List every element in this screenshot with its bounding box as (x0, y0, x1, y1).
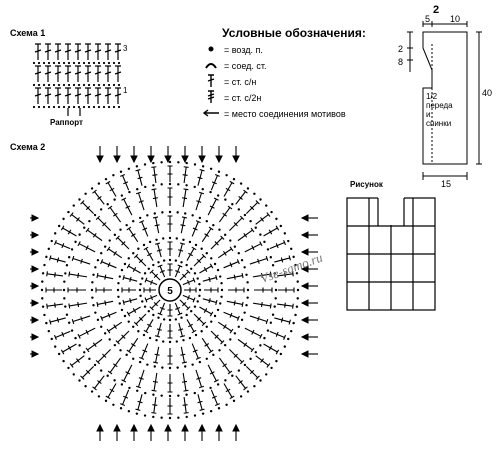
legend-item-join: = место соединения мотивов (202, 106, 346, 122)
pattern-schematic (407, 21, 482, 180)
figure-title: Рисунок (350, 180, 383, 189)
legend-list: = возд. п. = соед. ст. = ст. с/н = ст. с… (202, 42, 346, 122)
figure-grid (346, 197, 436, 311)
center-ring (158, 278, 182, 302)
dot-icon (202, 44, 220, 56)
scheme1-rapport-chart (32, 43, 122, 116)
arc-icon (202, 60, 220, 72)
scheme2-title: Схема 2 (10, 142, 46, 152)
hdc-stitch-icon (202, 90, 220, 106)
legend-item-tr: = ст. с/2н (202, 90, 346, 106)
scheme2-motif-chart: 5 (30, 146, 318, 441)
scheme1-title: Схема 1 (10, 28, 46, 38)
dim-bottom: 15 (441, 179, 452, 189)
pattern-label: 1/2 переда и спинки (426, 92, 453, 128)
legend-item-chain: = возд. п. (202, 42, 346, 58)
scheme1-caption: Раппорт (50, 118, 83, 127)
arrow-icon (202, 108, 220, 120)
dim-side-b: 8 (398, 57, 404, 67)
legend-title: Условные обозначения: (222, 26, 366, 40)
scheme1-row-3: 3 (123, 44, 128, 53)
dim-top-right: 10 (450, 14, 461, 24)
pattern-top-mark: 2 (433, 4, 440, 16)
dim-top-left: 5 (425, 14, 431, 24)
legend-item-slip: = соед. ст. (202, 58, 346, 74)
center-label: 5 (167, 286, 173, 297)
dim-height: 40 (482, 88, 493, 98)
dim-side-a: 2 (398, 44, 404, 54)
scheme1-row-1: 1 (123, 86, 128, 95)
dc-stitch-icon (202, 74, 220, 90)
legend-item-dc: = ст. с/н (202, 74, 346, 90)
